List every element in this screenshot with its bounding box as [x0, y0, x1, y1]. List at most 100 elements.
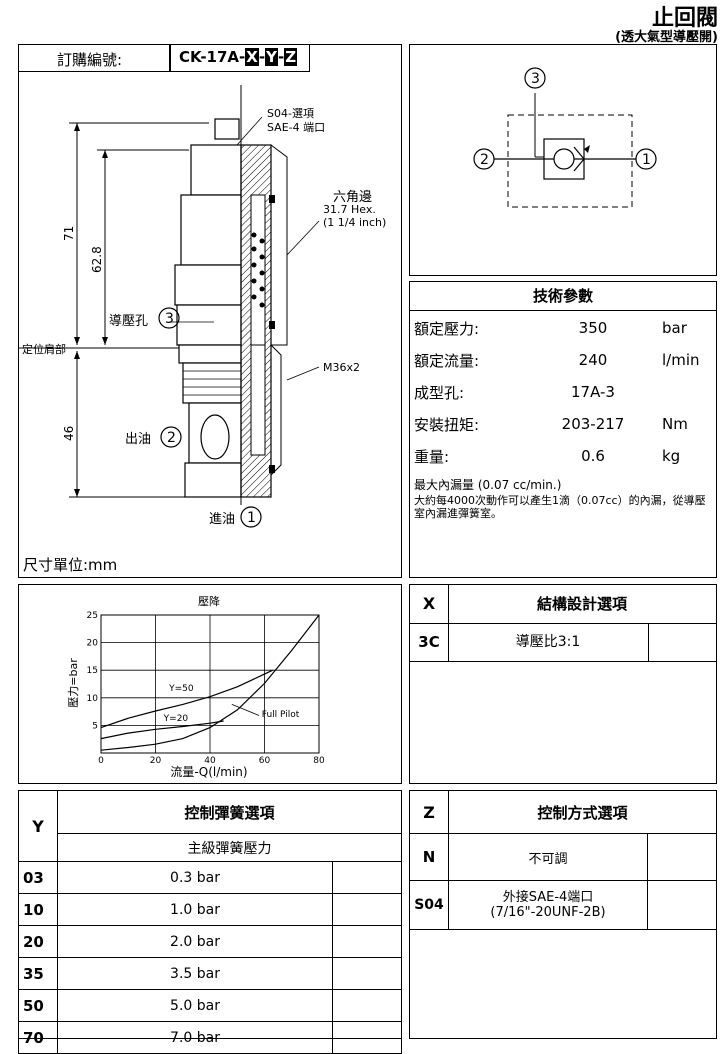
spec-label: 安裝扭矩: [414, 415, 480, 434]
y-desc: 5.0 bar [57, 989, 333, 1022]
y-options-panel: Y 控制彈簧選項 主級彈簧壓力 03 0.3 bar 10 1.0 bar 20… [18, 790, 402, 1054]
spec-unit [658, 376, 716, 408]
spec-row: 額定流量: 240 l/min [410, 344, 716, 376]
hydraulic-symbol-panel: 3 2 1 [409, 44, 717, 276]
pilot-port-number: 3 [165, 311, 174, 327]
x-code: 3C [410, 623, 449, 662]
specs-panel: 技術參數 額定壓力: 350 bar 額定流量: 240 l/min 成型孔: … [409, 281, 717, 578]
z-desc: 外接SAE-4端口 (7/16"-20UNF-2B) [448, 880, 648, 930]
chart-series-label: Y=50 [168, 684, 194, 694]
spec-label: 額定流量: [414, 351, 480, 370]
port-option-label: S04-選項 [267, 107, 314, 120]
order-label: 訂購編號: [57, 51, 123, 69]
spec-unit: kg [662, 447, 681, 465]
in-port-label: 進油 [209, 512, 235, 527]
chart-series-line [100, 720, 224, 740]
chart-series-label: Y=20 [163, 714, 189, 724]
leak-note: 大約每4000次動作可以產生1滴（0.07cc）的內漏，從導壓室內漏進彈簧室。 [414, 494, 706, 520]
y-letter: Y [18, 790, 58, 862]
order-code: 訂購編號: CK-17A-X-Y-Z [19, 45, 310, 72]
dim-46: 46 [62, 426, 76, 441]
y-code: 35 [18, 957, 58, 990]
pilot-port-label: 導壓孔 [109, 314, 148, 329]
hex-title: 六角邊 [333, 190, 372, 205]
port-sae-label: SAE-4 端口 [267, 121, 325, 134]
z-blank [647, 880, 717, 930]
table-row: 35 3.5 bar [18, 957, 402, 990]
chart-y-tick-label: 10 [87, 694, 99, 704]
hex-mm: 31.7 Hex. [323, 203, 376, 216]
x-title: 結構設計選項 [448, 585, 716, 624]
x-desc: 導壓比3:1 [448, 623, 649, 662]
y-code: 20 [18, 925, 58, 958]
spec-label: 額定壓力: [414, 319, 480, 338]
chart-x-tick-label: 0 [98, 756, 104, 766]
table-row: 10 1.0 bar [18, 893, 402, 926]
spec-value: 350 [578, 319, 608, 337]
z-desc-line-1: 外接SAE-4端口 [502, 890, 594, 905]
z-desc-line-1: 不可調 [528, 851, 568, 867]
symbol-port-2: 2 [480, 152, 489, 168]
y-desc: 0.3 bar [57, 861, 333, 894]
spec-label: 成型孔: [414, 383, 465, 402]
chart-title: 壓降 [198, 594, 220, 608]
chart-series-label: Full Pilot [262, 710, 300, 720]
check-valve-symbol: 3 2 1 [473, 67, 657, 208]
y-title: 控制彈簧選項 [57, 790, 402, 834]
dim-71: 71 [62, 226, 76, 241]
valve-cross-section: 3 2 1 S04-選項 SAE-4 端口 六角邊 31.7 Hex. (1 1… [19, 85, 386, 528]
z-letter: Z [409, 790, 449, 834]
table-row: N 不可調 [409, 833, 717, 881]
y-blank [332, 957, 402, 990]
y-code: 10 [18, 893, 58, 926]
chart-ylabel: 壓力=bar [67, 658, 80, 708]
y-desc: 1.0 bar [57, 893, 333, 926]
specs-title: 技術參數 [410, 282, 716, 311]
z-desc-line-2: (7/16"-20UNF-2B) [490, 905, 606, 920]
z-title: 控制方式選項 [448, 790, 717, 834]
order-code-y: Y [265, 48, 278, 66]
y-code: 50 [18, 989, 58, 1022]
chart-x-tick-label: 60 [259, 756, 271, 766]
y-blank [332, 1021, 402, 1054]
order-code-z: Z [284, 48, 298, 66]
chart-series-line [100, 614, 320, 751]
symbol-port-3: 3 [531, 71, 540, 87]
spec-label: 重量: [414, 447, 450, 466]
x-letter: X [410, 585, 449, 624]
z-options-table: Z 控制方式選項 N 不可調 S04 外接SAE-4端口 (7/16"-20UN… [409, 790, 717, 930]
chart-annotation-leader [231, 704, 260, 716]
z-options-panel: Z 控制方式選項 N 不可調 S04 外接SAE-4端口 (7/16"-20UN… [409, 790, 717, 1039]
table-row: 70 7.0 bar [18, 1021, 402, 1054]
drawing-panel: 訂購編號: CK-17A-X-Y-Z [18, 44, 402, 578]
out-port-label: 出油 [125, 432, 151, 447]
y-code: 70 [18, 1021, 58, 1054]
z-code: S04 [409, 880, 449, 930]
order-sep-2: - [277, 48, 285, 66]
order-sep-1: - [258, 48, 266, 66]
table-row: S04 外接SAE-4端口 (7/16"-20UNF-2B) [409, 880, 717, 930]
y-blank [332, 861, 402, 894]
unit-label: 尺寸單位:mm [23, 556, 118, 574]
leak-title: 最大內漏量 (0.07 cc/min.) [414, 478, 562, 492]
order-code-prefix: CK-17A- [179, 48, 246, 66]
chart-x-tick-label: 20 [150, 756, 162, 766]
table-row: 03 0.3 bar [18, 861, 402, 894]
chart-x-tick-label: 40 [204, 756, 216, 766]
out-port-number: 2 [167, 430, 176, 446]
z-blank [647, 833, 717, 881]
spec-row: 成型孔: 17A-3 [410, 376, 716, 408]
in-port-number: 1 [247, 510, 256, 526]
spec-unit: bar [662, 319, 687, 337]
page-title: 止回閥 [651, 6, 718, 31]
y-blank [332, 893, 402, 926]
thread-label: M36x2 [323, 361, 360, 374]
y-blank [332, 989, 402, 1022]
y-desc: 2.0 bar [57, 925, 333, 958]
y-code: 03 [18, 861, 58, 894]
y-desc: 3.5 bar [57, 957, 333, 990]
spec-value: 17A-3 [571, 383, 615, 401]
spec-value: 0.6 [581, 447, 605, 465]
